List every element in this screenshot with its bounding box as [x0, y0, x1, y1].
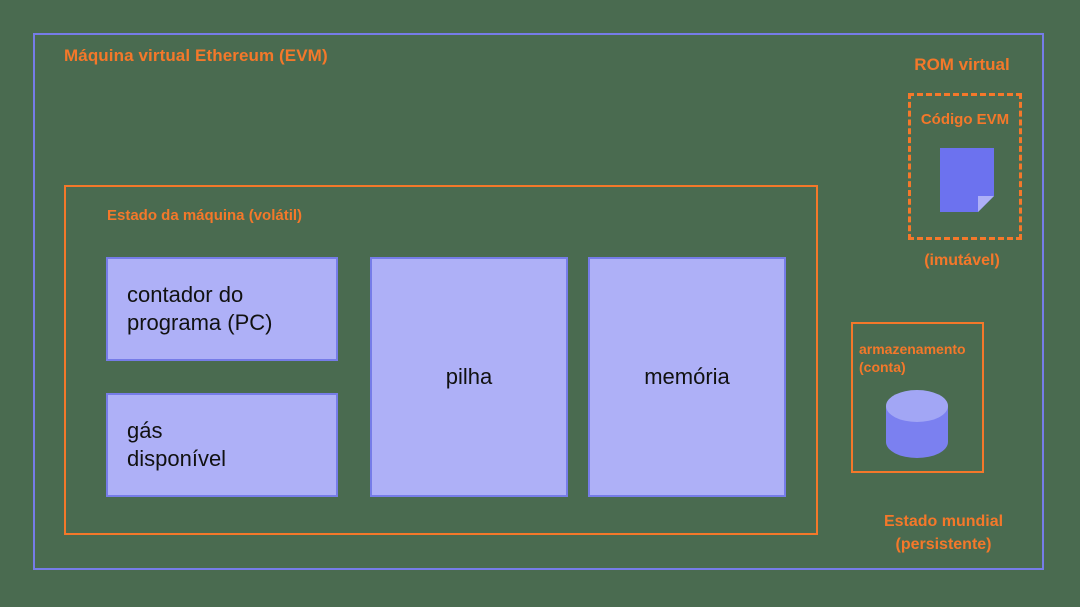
evm-code-label: Código EVM	[920, 111, 1010, 128]
world-state-frame	[33, 33, 1044, 570]
machine-state-label: Estado da máquina (volátil)	[107, 207, 303, 224]
account-storage-label-line1: armazenamento	[859, 341, 966, 357]
available-gas-label-line1: gás	[127, 417, 163, 443]
memory-box: memória	[588, 257, 786, 497]
immutable-label: (imutável)	[924, 252, 1000, 269]
available-gas-box: gás disponível	[106, 393, 338, 497]
program-counter-label-line2: programa (PC)	[127, 310, 273, 335]
document-icon	[940, 148, 994, 212]
machine-state-frame	[64, 185, 818, 535]
virtual-rom-title: ROM virtual	[914, 55, 1010, 74]
virtual-rom-dashed-frame	[908, 93, 1022, 240]
stack-label: pilha	[445, 363, 493, 389]
memory-label: memória	[644, 363, 730, 389]
evm-title: Máquina virtual Ethereum (EVM)	[64, 46, 328, 65]
program-counter-label-line1: contador do	[127, 281, 244, 307]
program-counter-box: contador do programa (PC)	[106, 257, 338, 361]
available-gas-label-line2: disponível	[127, 446, 227, 471]
account-storage-label: armazenamento (conta)	[859, 341, 987, 376]
world-state-label-line1: Estado mundial	[883, 513, 1004, 530]
account-storage-frame	[851, 322, 984, 473]
world-state-label: Estado mundial (persistente)	[851, 510, 1036, 556]
account-storage-label-line2: (conta)	[859, 358, 906, 375]
database-cylinder-icon	[886, 390, 948, 458]
world-state-label-line2: (persistente)	[895, 536, 992, 554]
stack-box: pilha	[370, 257, 568, 497]
